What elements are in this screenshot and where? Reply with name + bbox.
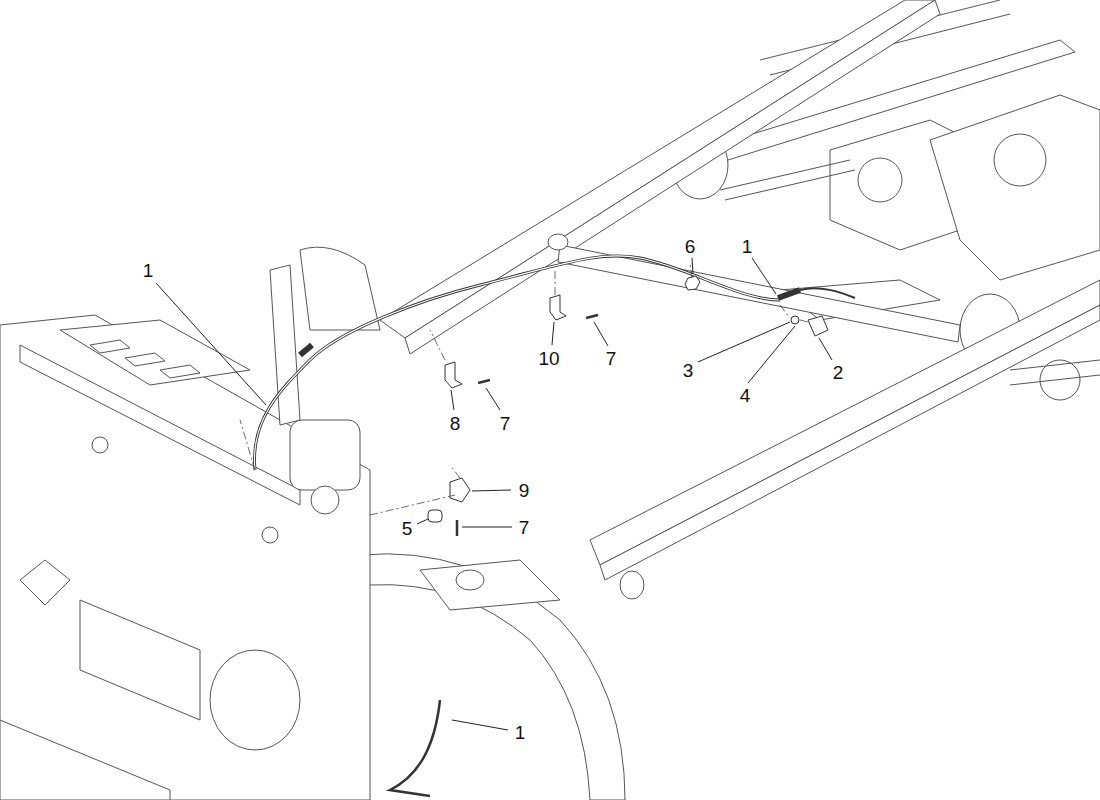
callout-number: 3 <box>681 360 696 381</box>
callout-number: 9 <box>517 480 532 501</box>
cable-end <box>800 288 855 298</box>
cab-front <box>0 315 370 800</box>
cable <box>254 256 780 470</box>
cable-core <box>254 256 780 470</box>
callout-number: 1 <box>740 236 755 257</box>
steering-cover <box>300 247 380 330</box>
bracket <box>445 362 462 388</box>
leader-line <box>451 390 454 410</box>
bracket <box>550 295 566 320</box>
parts <box>428 276 828 536</box>
panel-hole <box>262 527 278 543</box>
callout-number: 7 <box>517 517 532 538</box>
right-rail-side <box>600 305 1100 580</box>
leader-line <box>594 322 608 346</box>
leader-line <box>472 490 511 491</box>
nut <box>685 276 700 290</box>
callout-number: 8 <box>448 413 463 434</box>
leader-line <box>698 322 790 362</box>
washer <box>791 316 799 324</box>
leader-line <box>486 388 500 410</box>
bracket <box>450 478 470 502</box>
left-rail <box>380 0 935 338</box>
panel-hole <box>311 486 339 514</box>
floor-hole <box>456 570 484 590</box>
axis-line <box>450 465 460 478</box>
right-rail <box>590 280 1100 565</box>
clip <box>808 316 828 336</box>
leader-line <box>748 326 795 383</box>
axis-line <box>690 262 692 278</box>
rail-hole <box>620 571 644 599</box>
cable-end <box>778 290 800 298</box>
engine-detail <box>994 134 1046 186</box>
leader-lines <box>156 258 832 730</box>
crossmember <box>558 245 960 342</box>
leader-line <box>417 519 428 524</box>
leader-line <box>752 258 776 294</box>
axis-line <box>555 270 556 295</box>
callout-number: 2 <box>831 362 846 383</box>
engine-detail <box>858 158 902 202</box>
axis-lines <box>240 262 808 515</box>
grille <box>80 600 200 720</box>
cables <box>254 256 855 796</box>
leader-line <box>819 338 832 360</box>
leader-line <box>156 283 266 405</box>
dash-vents <box>90 340 200 378</box>
callout-number: 1 <box>141 260 156 281</box>
cable <box>390 700 440 796</box>
logo <box>20 560 70 605</box>
callout-number: 7 <box>498 413 513 434</box>
callout-number: 4 <box>738 385 753 406</box>
headlight <box>210 650 300 750</box>
axis-line <box>430 330 445 360</box>
bushing <box>428 510 442 522</box>
left-rail-side <box>405 0 940 354</box>
dash-top <box>60 320 250 385</box>
rear-axle <box>1010 360 1100 385</box>
leader-line <box>692 258 693 274</box>
wheel-arch <box>360 554 625 800</box>
axis-line <box>780 305 808 322</box>
front-floor <box>420 560 560 610</box>
leader-line <box>462 527 512 528</box>
leader-line <box>552 322 554 345</box>
callout-number: 10 <box>536 348 561 369</box>
callout-number: 5 <box>400 518 415 539</box>
axis-line <box>370 495 455 515</box>
callout-number: 6 <box>683 236 698 257</box>
screw <box>457 315 598 536</box>
leader-line <box>452 720 508 730</box>
cable-end <box>300 345 312 355</box>
panel-hole <box>92 437 108 453</box>
pedal-box <box>290 420 360 490</box>
gearbox <box>930 95 1100 280</box>
bumper <box>0 720 170 800</box>
drive-rod <box>720 160 855 200</box>
axis-line <box>240 420 255 470</box>
callout-number: 7 <box>604 348 619 369</box>
crossmember-end <box>548 234 568 250</box>
callout-number: 1 <box>513 722 528 743</box>
